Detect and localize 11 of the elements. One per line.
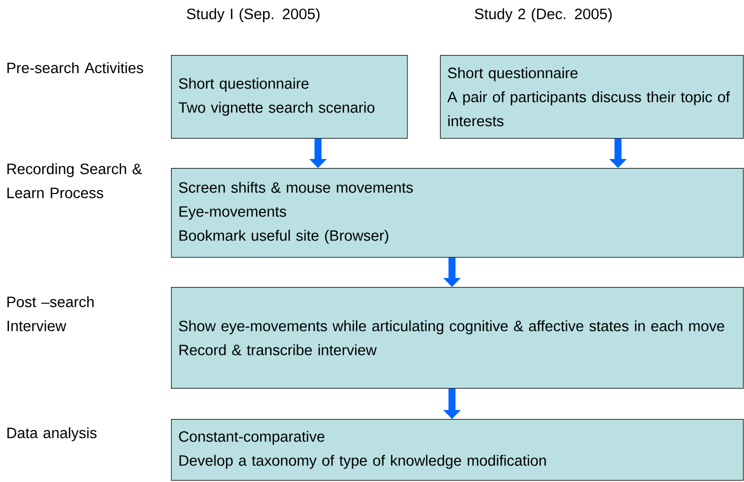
row-label: Post –search Interview — [7, 296, 94, 332]
row-label: Data analysis — [7, 427, 96, 442]
row-label: Pre-search Activities — [7, 62, 144, 74]
column-heading: Study 2 (Dec. 2005) — [474, 8, 612, 22]
row-label: Recording Search & Learn Process — [7, 163, 142, 198]
process-box: Short questionnaire Two vignette search scenario — [171, 55, 408, 139]
process-box: Screen shifts & mouse movements Eye-movements Bookmark useful site (Browser) — [171, 168, 744, 258]
column-heading: Study I (Sep. 2005) — [186, 8, 320, 22]
process-box: Short questionnaire A pair of participants discuss their topic of interests — [440, 55, 744, 139]
process-box: Constant-comparative Develop a taxonomy of type of knowledge modification — [171, 419, 744, 481]
process-box: Show eye-movements while articulating cognitive & affective states in each move Record & transcribe interview — [171, 287, 744, 389]
